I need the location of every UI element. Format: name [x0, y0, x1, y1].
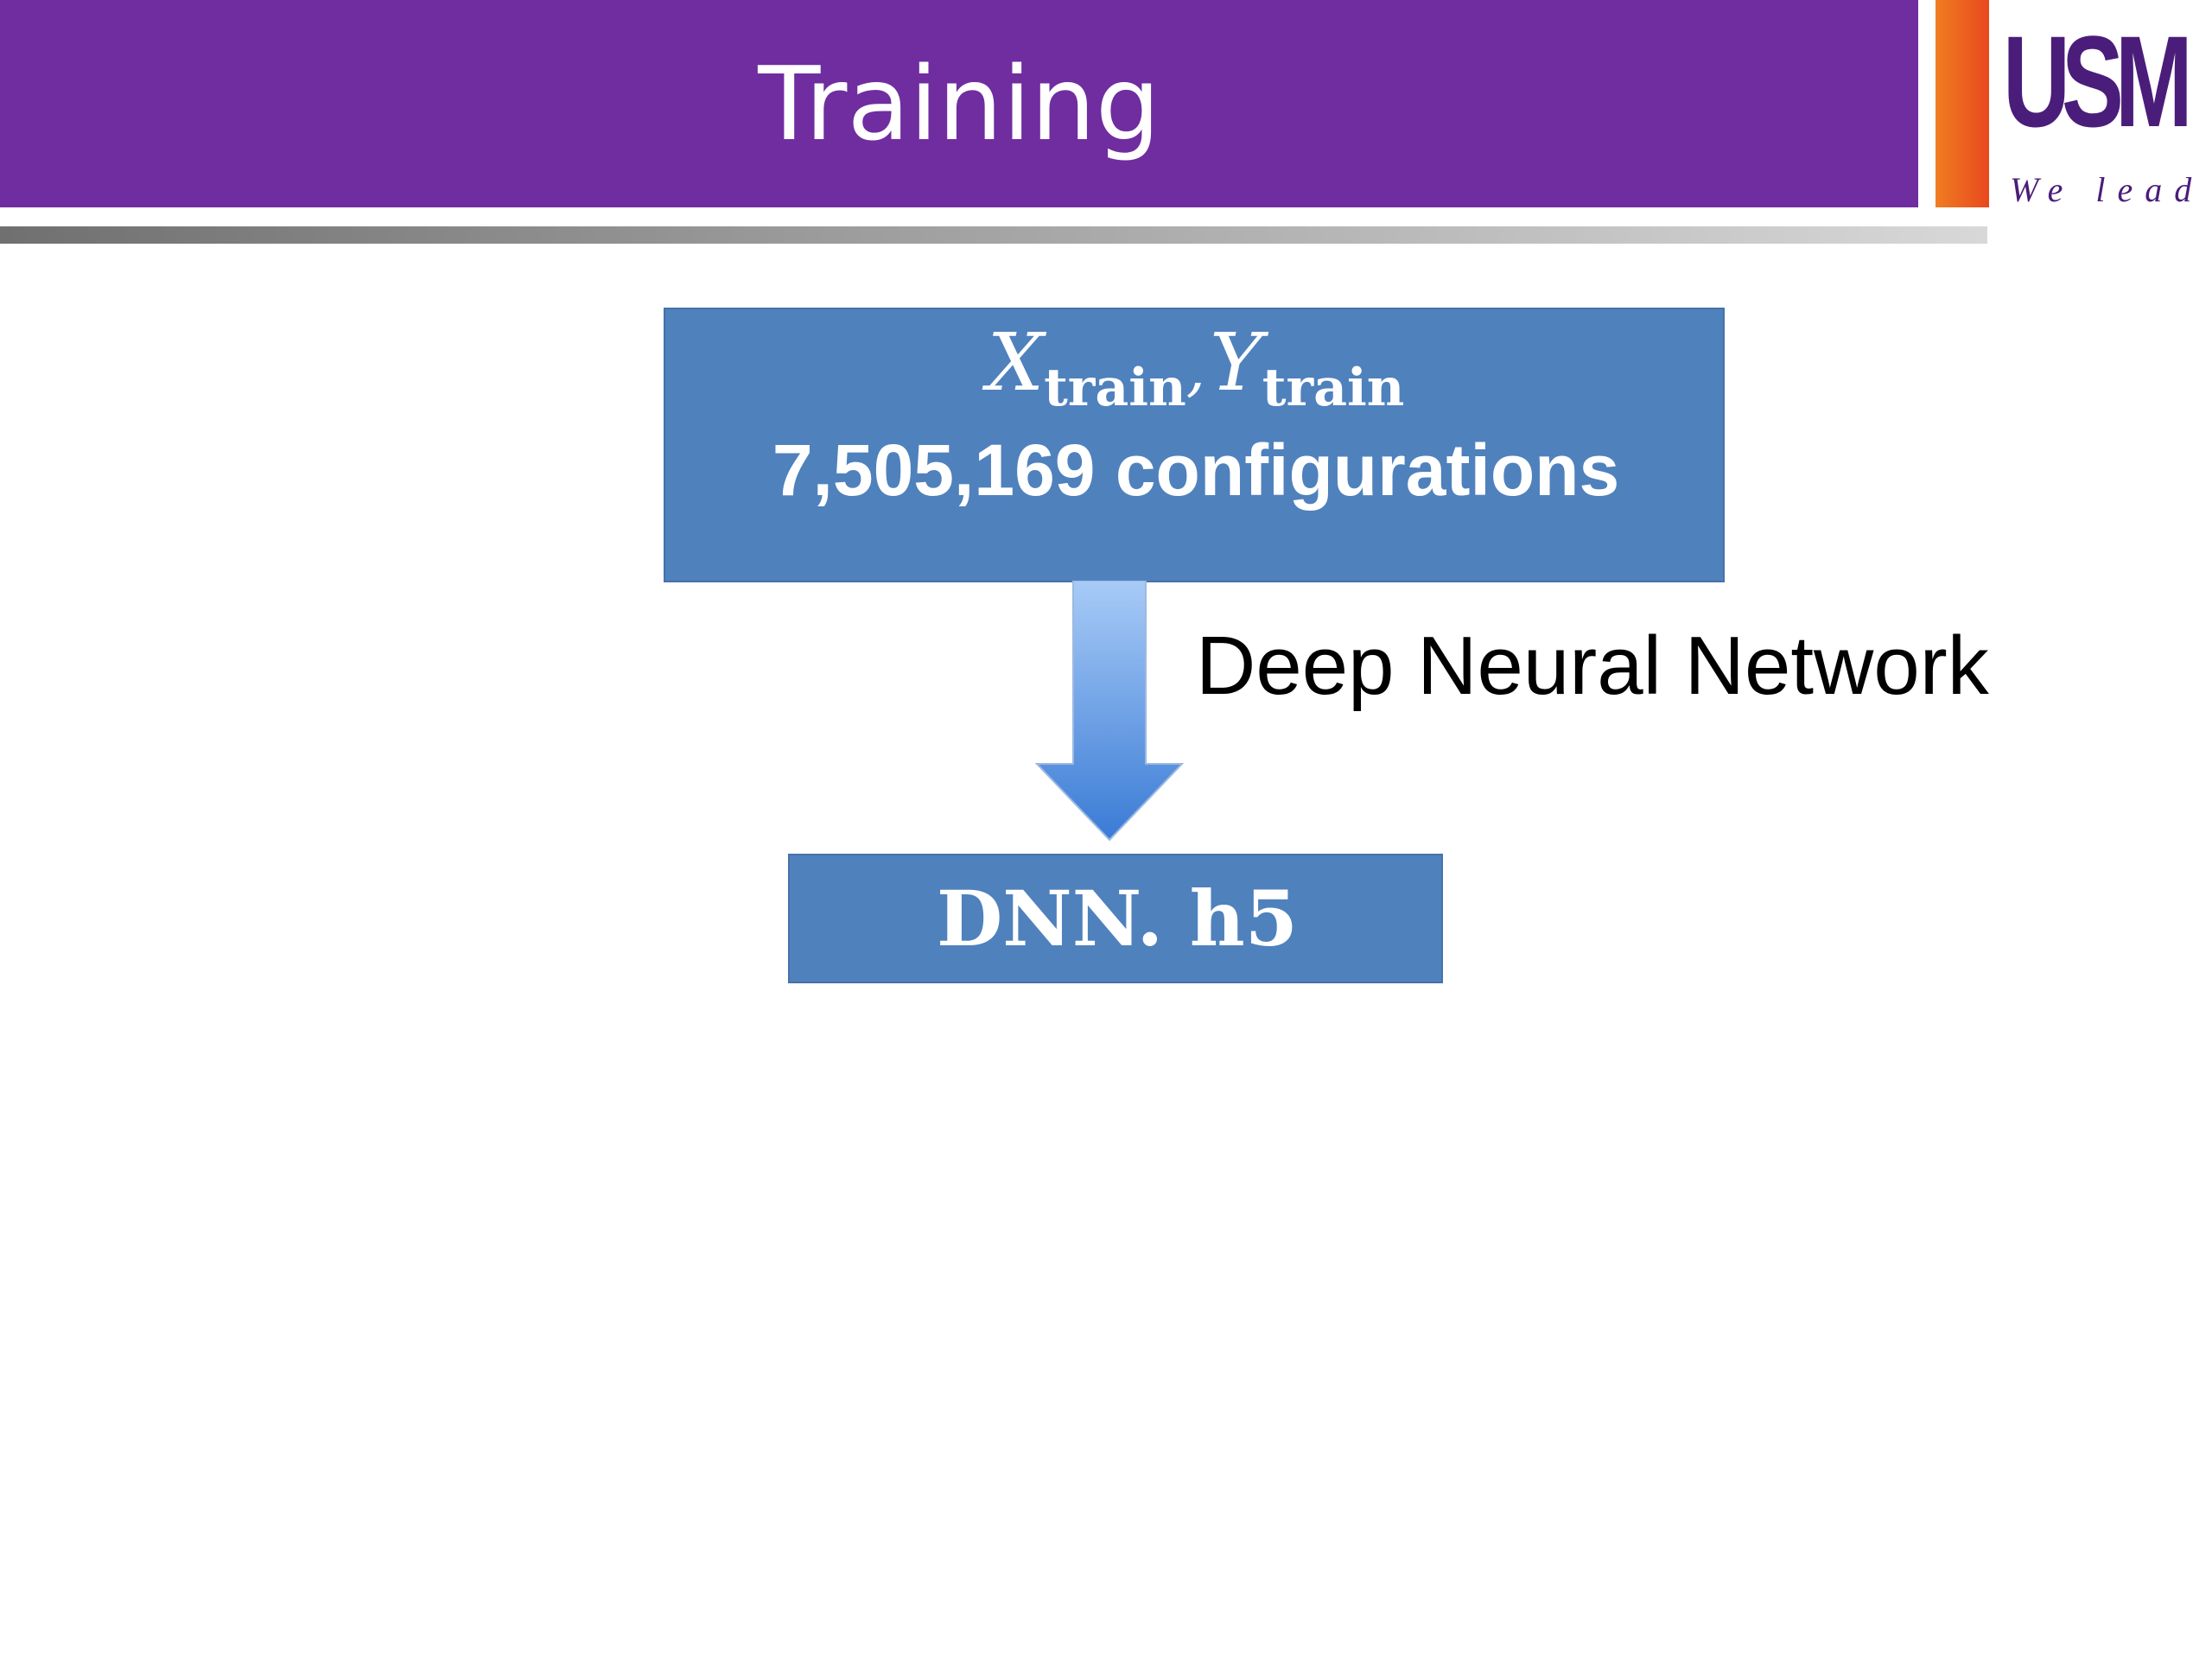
- x-subscript: train: [1044, 358, 1186, 418]
- y-variable: Y: [1210, 316, 1262, 409]
- x-variable: X: [987, 316, 1045, 409]
- title-bar: [0, 0, 1918, 207]
- training-data-formula: Xtrain, Ytrain: [665, 316, 1726, 418]
- usm-logo-tagline: We lead: [2010, 170, 2204, 209]
- usm-logo-text: USM: [2003, 9, 2193, 154]
- configuration-count: 7,505,169 configurations: [772, 429, 1620, 511]
- training-data-box: Xtrain, Ytrain 7,505,169 configurations: [664, 308, 1725, 582]
- arrow-label: Deep Neural Network: [1196, 620, 1989, 712]
- logo-accent-bar: [1936, 0, 1989, 207]
- down-arrow-icon: [1034, 581, 1185, 842]
- model-file-label: DNN. h5: [936, 874, 1299, 963]
- title-divider: [0, 226, 1987, 244]
- model-output-box: DNN. h5: [788, 854, 1443, 983]
- y-subscript: train: [1262, 358, 1405, 418]
- formula-separator: ,: [1185, 334, 1205, 404]
- slide-title: Training: [758, 44, 1160, 163]
